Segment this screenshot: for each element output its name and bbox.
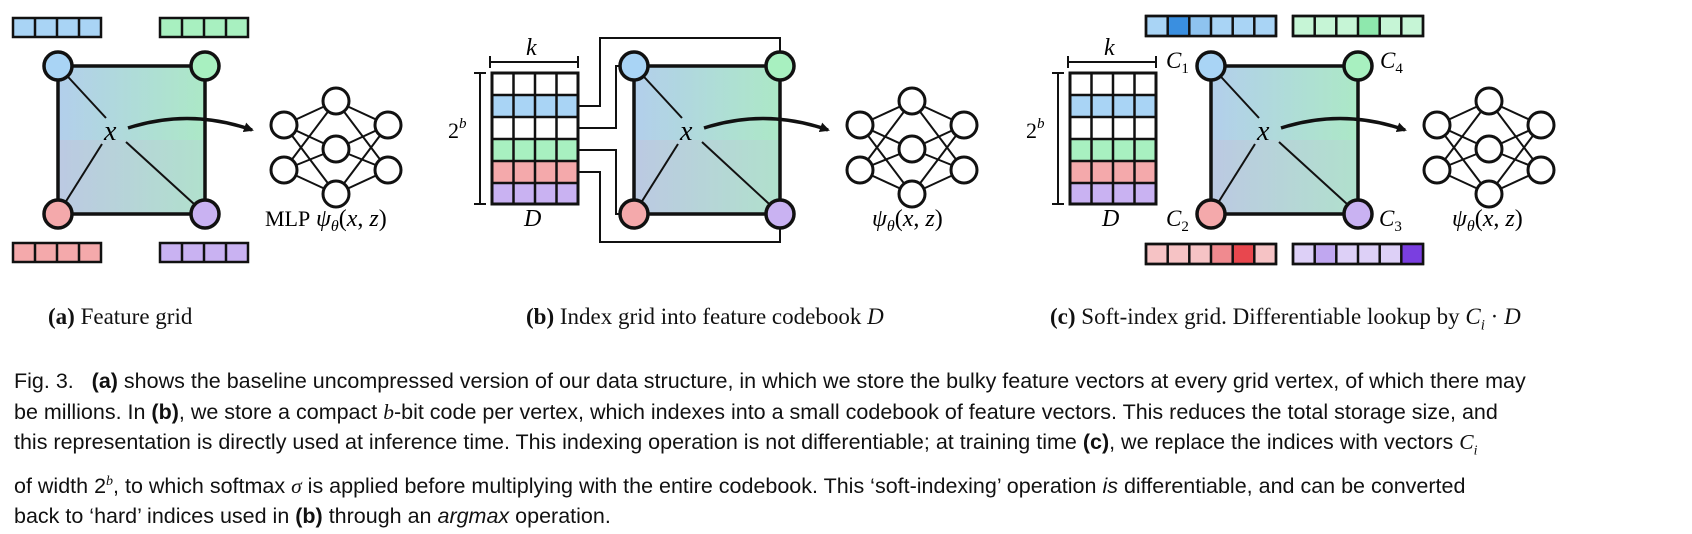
- soft-index-vector-c2: [1144, 242, 1278, 266]
- vertex-red-c: [1195, 198, 1227, 230]
- corner-label-c1: C1: [1166, 48, 1189, 77]
- subcaption-a: (a) Feature grid: [48, 304, 192, 330]
- mlp-function-label-b: ψθ(x, z): [872, 206, 943, 235]
- figure-caption: Fig. 3. (a) shows the baseline uncompres…: [14, 366, 1678, 532]
- codebook-height-label: 2b: [448, 116, 467, 143]
- subcaption-b: (b) Index grid into feature codebook D: [526, 304, 884, 330]
- vertex-purple: [189, 198, 221, 230]
- subcaption-a-text: Feature grid: [80, 304, 193, 329]
- feature-vector-green: [158, 16, 250, 39]
- mlp-network-a: [269, 86, 403, 209]
- vertex-green-c: [1342, 50, 1374, 82]
- codebook-width-label-c: k: [1104, 35, 1115, 61]
- query-point-label-b: x: [679, 116, 693, 147]
- soft-index-vector-c1: [1144, 14, 1278, 38]
- codebook-name-label-c: D: [1101, 206, 1119, 232]
- corner-label-c3: C3: [1379, 206, 1402, 235]
- figure-diagram: x MLP ψθ(x, z) k 2b: [11, 14, 1556, 266]
- soft-index-vector-c4: [1291, 14, 1425, 38]
- corner-label-c4: C4: [1380, 48, 1403, 77]
- subcaption-b-tag: (b): [526, 304, 555, 329]
- corner-label-c2: C2: [1166, 206, 1189, 235]
- vertex-red-b: [618, 198, 650, 230]
- codebook-name-label: D: [523, 206, 541, 232]
- caption-line-1: Fig. 3. (a) shows the baseline uncompres…: [14, 369, 1526, 393]
- grid-cell-b: x: [632, 64, 830, 216]
- mlp-function-label-c: ψθ(x, z): [1452, 206, 1523, 235]
- caption-line-5: back to ‘hard’ indices used in (b) throu…: [14, 504, 611, 529]
- panel-b: k 2b D: [448, 35, 979, 243]
- mlp-network-c: [1422, 86, 1556, 209]
- grid-cell-a: x: [56, 64, 254, 216]
- mlp-function-label-a: ψθ(x, z): [316, 206, 387, 235]
- caption-line-4: of width 2b, to which softmax σ is appli…: [14, 473, 1466, 498]
- vertex-purple-c: [1342, 198, 1374, 230]
- subcaption-a-tag: (a): [48, 304, 75, 329]
- feature-vector-purple: [158, 241, 250, 264]
- mlp-prefix-label: MLP: [265, 206, 310, 231]
- subcaption-c: (c) Soft-index grid. Differentiable look…: [1050, 304, 1521, 335]
- panel-c: k 2b D: [1026, 14, 1556, 266]
- caption-fig-label: Fig. 3.: [14, 369, 74, 393]
- mlp-network-b: [845, 86, 979, 209]
- vertex-red: [42, 198, 74, 230]
- caption-line-3: this representation is directly used at …: [14, 430, 1478, 459]
- caption-line-2: be millions. In (b), we store a compact …: [14, 399, 1498, 424]
- feature-vector-red: [11, 241, 103, 264]
- vertex-blue-c: [1195, 50, 1227, 82]
- codebook-height-label-c: 2b: [1026, 116, 1045, 143]
- panel-a: x MLP ψθ(x, z): [11, 16, 403, 264]
- subcaption-c-text: Soft-index grid. Differentiable lookup b…: [1081, 304, 1460, 329]
- subcaption-b-text: Index grid into feature codebook: [559, 304, 862, 329]
- query-point-label: x: [103, 116, 117, 147]
- vertex-green-b: [764, 50, 796, 82]
- codebook-b: k 2b D: [448, 35, 580, 232]
- grid-cell-c: x: [1209, 64, 1407, 216]
- vertex-green: [189, 50, 221, 82]
- subcaption-c-tag: (c): [1050, 304, 1076, 329]
- codebook-width-label: k: [526, 35, 537, 61]
- codebook-c: k 2b D: [1026, 35, 1158, 232]
- feature-vector-blue: [11, 16, 103, 39]
- subcaption-b-symbol: D: [867, 304, 884, 329]
- vertex-blue: [42, 50, 74, 82]
- vertex-purple-b: [764, 198, 796, 230]
- soft-index-vector-c3: [1291, 242, 1425, 266]
- vertex-blue-b: [618, 50, 650, 82]
- query-point-label-c: x: [1256, 116, 1270, 147]
- subcaption-c-symbol: Ci · D: [1465, 304, 1521, 334]
